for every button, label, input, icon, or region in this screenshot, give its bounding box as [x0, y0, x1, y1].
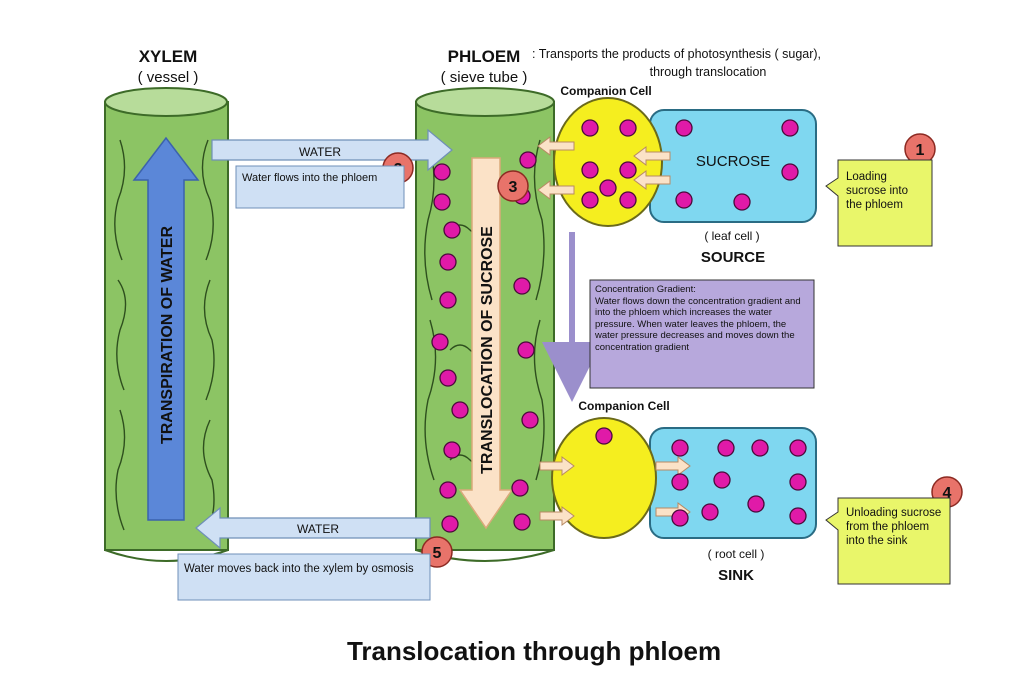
diagram-title: Translocation through phloem: [347, 636, 721, 666]
step-2-box: [235, 165, 405, 209]
sucrose-dot: [581, 161, 599, 179]
translocation-arrow: TRANSLOCATION OF SUCROSE: [458, 157, 514, 530]
sucrose-dot: [789, 439, 807, 457]
sucrose-dot: [433, 163, 451, 181]
sucrose-molecules: [431, 119, 807, 533]
sucrose-dot: [439, 253, 457, 271]
sucrose-dot: [671, 439, 689, 457]
loading-arrows: [537, 136, 671, 200]
step-5-text: Water moves back into the xylem by osmos…: [184, 563, 414, 575]
sucrose-dot: [619, 161, 637, 179]
sucrose-dot: [439, 291, 457, 309]
sucrose-dot: [675, 191, 693, 209]
sucrose-dot: [713, 471, 731, 489]
sucrose-dot: [443, 221, 461, 239]
gradient-box: [589, 279, 815, 389]
callout-1-text: Loading sucrose into the phloem: [846, 171, 909, 211]
sink-cell-group: [551, 417, 817, 539]
sucrose-dot: [439, 369, 457, 387]
sucrose-dot: [619, 191, 637, 209]
step-5-box: [177, 553, 431, 601]
sucrose-dot: [781, 119, 799, 137]
phloem-title: PHLOEM: [448, 47, 521, 66]
sucrose-dot: [581, 191, 599, 209]
sucrose-dot: [675, 119, 693, 137]
callout-1: [825, 159, 933, 247]
step-3-number: 3: [509, 179, 518, 196]
phloem-description-2: through translocation: [650, 65, 767, 79]
water-top-label: WATER: [299, 145, 341, 159]
xylem-title: XYLEM: [139, 47, 198, 66]
sucrose-dot: [441, 515, 459, 533]
step-4-number: 4: [943, 485, 952, 502]
step-5-number: 5: [433, 545, 442, 562]
sucrose-dot: [513, 277, 531, 295]
sucrose-dot: [717, 439, 735, 457]
sucrose-dot: [517, 341, 535, 359]
sucrose-dot: [581, 119, 599, 137]
sucrose-dot: [619, 119, 637, 137]
water-arrow-bottom: WATER: [195, 506, 431, 550]
sucrose-dot: [671, 509, 689, 527]
sucrose-dot: [439, 481, 457, 499]
sucrose-dot: [671, 473, 689, 491]
companion-cell-top-label: Companion Cell: [560, 84, 651, 98]
callout-4-text: Unloading sucrose from the phloem into t…: [846, 507, 942, 547]
companion-cell-bottom-label: Companion Cell: [578, 399, 669, 413]
sink-cell-label: ( root cell ): [708, 547, 765, 561]
sucrose-dot: [521, 411, 539, 429]
source-cell-label: ( leaf cell ): [704, 229, 759, 243]
source-label: SOURCE: [701, 249, 765, 266]
sink-label: SINK: [718, 567, 754, 584]
phloem-description-1: : Transports the products of photosynthe…: [532, 47, 821, 61]
step-1-number: 1: [916, 142, 925, 159]
sucrose-dot: [701, 503, 719, 521]
sucrose-dot: [733, 193, 751, 211]
sucrose-dot: [789, 507, 807, 525]
callout-4: [825, 497, 951, 585]
sucrose-dot: [519, 151, 537, 169]
sucrose-dot: [747, 495, 765, 513]
sucrose-dot: [431, 333, 449, 351]
sucrose-dot: [781, 163, 799, 181]
transpiration-arrow: TRANSPIRATION OF WATER: [132, 136, 200, 521]
sucrose-dot: [513, 513, 531, 531]
translocation-label: TRANSLOCATION OF SUCROSE: [479, 226, 496, 474]
step-2-text: Water flows into the phloem: [242, 172, 378, 184]
sucrose-label: SUCROSE: [696, 153, 770, 170]
gradient-text: Concentration Gradient: Water flows down…: [595, 284, 801, 353]
xylem-subtitle: ( vessel ): [138, 69, 199, 86]
sucrose-dot: [511, 479, 529, 497]
sucrose-dot: [595, 427, 613, 445]
transpiration-label: TRANSPIRATION OF WATER: [159, 226, 176, 445]
sucrose-dot: [433, 193, 451, 211]
sucrose-dot: [751, 439, 769, 457]
sucrose-dot: [599, 179, 617, 197]
sucrose-dot: [443, 441, 461, 459]
sucrose-dot: [789, 473, 807, 491]
water-bottom-label: WATER: [297, 522, 339, 536]
sucrose-dot: [451, 401, 469, 419]
step-3-badge: 3: [497, 170, 529, 202]
phloem-subtitle: ( sieve tube ): [441, 69, 528, 86]
